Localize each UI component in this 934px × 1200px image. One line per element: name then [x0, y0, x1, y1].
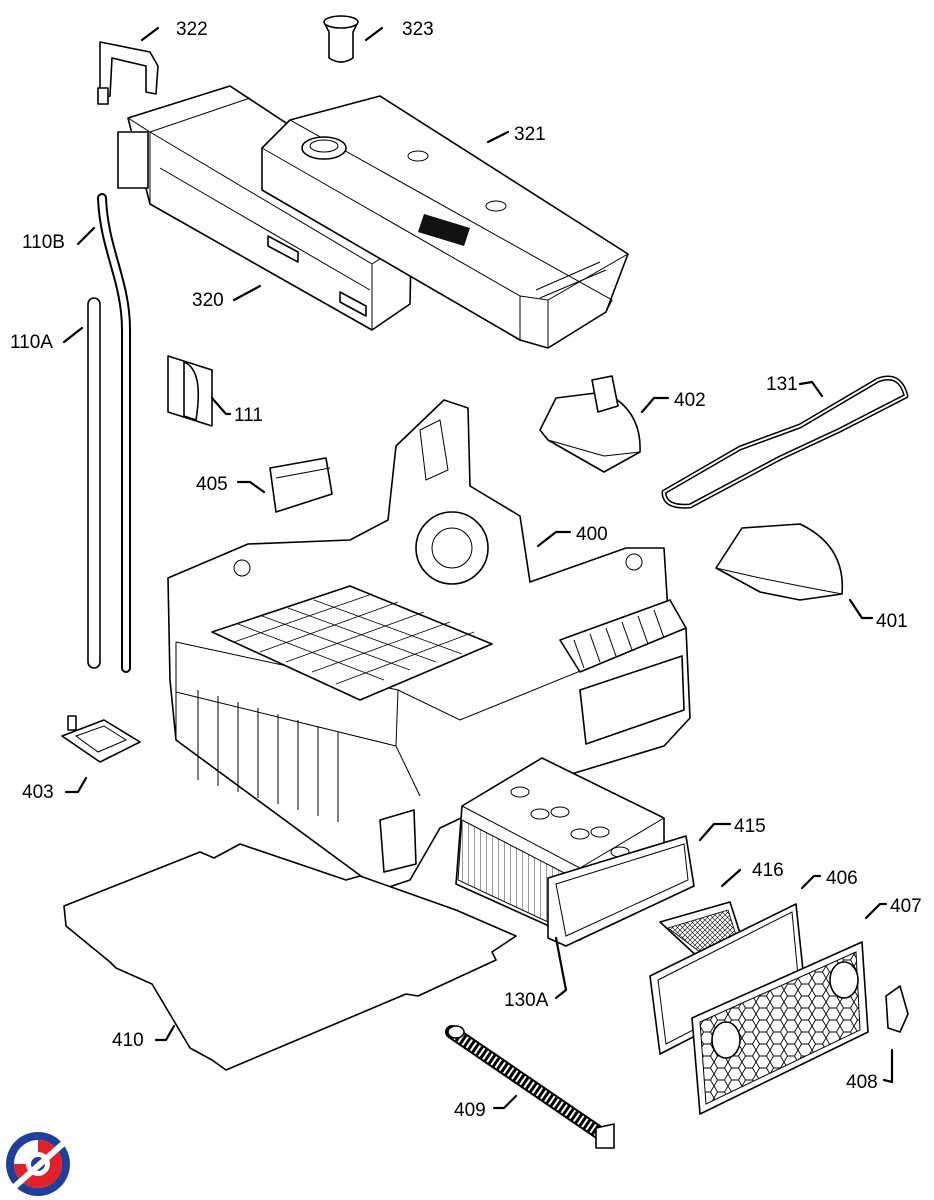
label-408: 408	[846, 1072, 878, 1093]
label-321: 321	[514, 124, 546, 145]
label-131: 131	[766, 374, 798, 395]
part-320-detergent-tray	[117, 85, 413, 331]
part-402-air-duct	[539, 375, 641, 473]
label-110B: 110B	[22, 232, 65, 253]
part-415-condenser	[455, 757, 695, 947]
part-401-air-duct	[715, 523, 844, 601]
label-406: 406	[826, 868, 858, 889]
label-416: 416	[752, 860, 784, 881]
label-415: 415	[734, 816, 766, 837]
label-409: 409	[454, 1100, 486, 1121]
leader-lines	[62, 26, 894, 1110]
label-403: 403	[22, 782, 54, 803]
label-110A: 110A	[10, 332, 53, 353]
part-410-insulation-sheet	[63, 843, 517, 1071]
label-402: 402	[674, 390, 706, 411]
part-323-cap	[323, 15, 359, 63]
part-409-drain-hose	[445, 1025, 615, 1149]
part-110A-hose	[87, 297, 101, 669]
label-322: 322	[176, 19, 208, 40]
label-130A: 130A	[504, 990, 549, 1011]
label-323: 323	[402, 19, 434, 40]
part-111-clip	[167, 355, 213, 427]
label-405: 405	[196, 474, 228, 495]
label-400: 400	[576, 524, 608, 545]
part-labels: 322 323 321 110B 320 110A 111 131 402 40…	[10, 19, 922, 1121]
brand-logo	[2, 1131, 76, 1199]
part-407-filter-cover	[691, 941, 869, 1115]
part-403-sensor-board	[61, 715, 141, 763]
label-401: 401	[876, 611, 908, 632]
label-407: 407	[890, 896, 922, 917]
label-320: 320	[192, 290, 224, 311]
label-111: 111	[234, 405, 263, 426]
part-408-latch	[885, 985, 909, 1033]
part-131-gasket	[661, 375, 909, 509]
part-322-bracket	[97, 41, 159, 105]
label-410: 410	[112, 1030, 144, 1051]
part-405-bracket	[269, 457, 333, 513]
part-321-dispenser-cover	[261, 95, 629, 349]
